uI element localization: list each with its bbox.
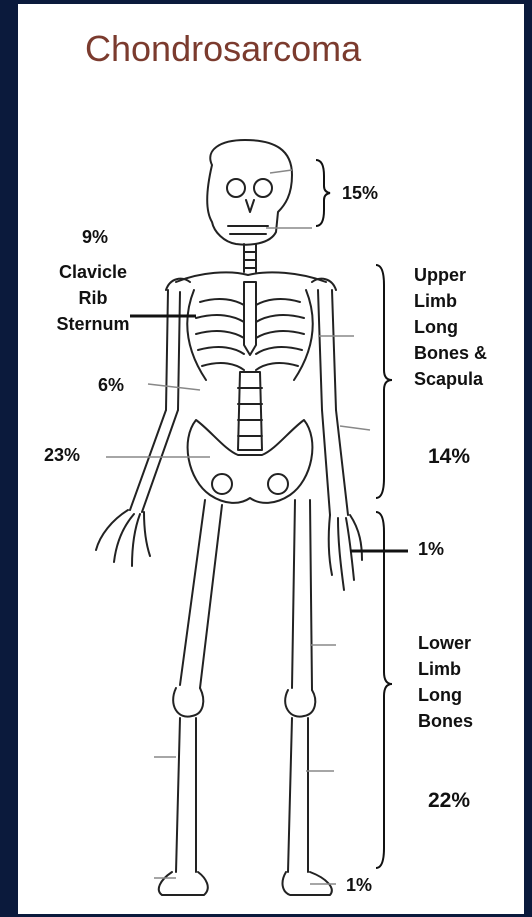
right-knee — [285, 690, 315, 717]
upper-limb-bracket — [376, 265, 392, 498]
left-knee — [173, 688, 203, 717]
upper-limb-percent: 14% — [428, 444, 470, 470]
lower-limb-percent: 22% — [428, 788, 470, 814]
forearm-pointer — [340, 426, 370, 430]
foot-percent: 1% — [346, 872, 372, 898]
label-rib: Rib — [38, 285, 148, 311]
lower-limb-bracket — [376, 512, 392, 868]
skull-pointer — [270, 170, 292, 173]
pelvis-percent: 23% — [44, 442, 80, 468]
cervical-spine — [244, 244, 256, 272]
skull-bracket — [316, 160, 330, 226]
right-humerus — [318, 290, 336, 410]
spine-pointer — [148, 384, 200, 390]
sternum — [244, 282, 256, 355]
label-sternum: Sternum — [38, 311, 148, 337]
left-foot — [159, 872, 208, 895]
skull — [207, 140, 292, 245]
label-long-lower: Long — [418, 682, 473, 708]
hand-percent: 1% — [418, 536, 444, 562]
label-upper: Upper — [414, 262, 487, 288]
right-forearm — [322, 410, 348, 515]
clavicle-rib-sternum-label: Clavicle Rib Sternum — [38, 259, 148, 337]
left-femur — [180, 500, 222, 688]
label-clavicle: Clavicle — [38, 259, 148, 285]
lower-limb-label: Lower Limb Long Bones — [418, 630, 473, 734]
label-scapula: Scapula — [414, 366, 487, 392]
label-limb: Limb — [414, 288, 487, 314]
spine-percent: 6% — [98, 372, 124, 398]
label-bones: Bones — [418, 708, 473, 734]
skull-percent: 15% — [342, 180, 378, 206]
pelvis — [188, 420, 313, 503]
left-forearm — [130, 410, 178, 512]
left-humerus — [166, 290, 180, 410]
label-limb-lower: Limb — [418, 656, 473, 682]
label-long: Long — [414, 314, 487, 340]
upper-limb-label: Upper Limb Long Bones & Scapula — [414, 262, 487, 392]
clavicle — [176, 272, 326, 282]
right-tibia — [288, 718, 308, 872]
right-femur — [292, 500, 312, 690]
clavicle-percent: 9% — [82, 224, 108, 250]
rib-cage — [187, 290, 313, 380]
left-hand — [96, 510, 150, 566]
lumbar-spine — [238, 372, 262, 450]
label-bones-and: Bones & — [414, 340, 487, 366]
label-lower: Lower — [418, 630, 473, 656]
left-tibia — [176, 718, 196, 872]
